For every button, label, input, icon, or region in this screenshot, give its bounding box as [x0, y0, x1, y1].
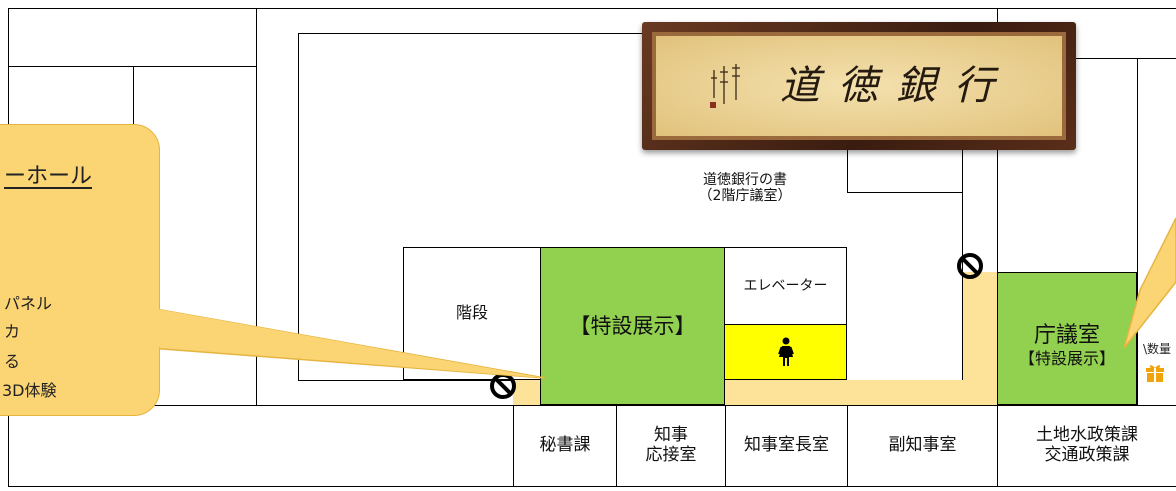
calligraphy-frame[interactable]: 道徳銀行	[642, 22, 1076, 150]
hall-bottom	[298, 380, 513, 381]
right-callout-pointer	[1123, 217, 1176, 349]
room-vice-governor-label: 副知事室	[888, 434, 957, 455]
room-special-exhibit-label: 【特設展示】	[569, 313, 696, 338]
calligraphy-paper: 道徳銀行	[656, 36, 1062, 136]
signature-marks-icon	[710, 64, 740, 108]
calligraphy-caption-line2: （2階庁議室）	[698, 188, 792, 204]
gift-icon	[1145, 363, 1165, 383]
room-council-exhibit-label: 【特設展示】	[1018, 348, 1115, 368]
room-land-water-line: 土地水政策課	[1036, 424, 1138, 445]
left-callout-line4: 3D体験	[2, 381, 57, 400]
calligraphy-caption-line1: 道徳銀行の書	[703, 171, 787, 188]
left-callout	[0, 124, 160, 416]
wall-divider-256	[256, 8, 257, 405]
room-special-exhibit[interactable]: 【特設展示】	[540, 247, 725, 405]
left-callout-line2: カ	[4, 322, 21, 341]
left-callout-line1: パネル	[4, 294, 53, 313]
wall-top-left-room-bottom	[8, 66, 256, 67]
room-governor-office-chief: 知事室長室	[725, 405, 847, 486]
room-council[interactable]: 庁議室 【特設展示】	[997, 272, 1137, 405]
bottom-row-top	[8, 405, 1176, 406]
room-governor-office-chief-label: 知事室長室	[744, 434, 829, 455]
room-stairs-label: 階段	[455, 303, 488, 323]
calligraphy-text: 道徳銀行	[780, 63, 1012, 109]
right-callout-fragment: \数量	[1143, 342, 1172, 356]
no-entry-icon	[956, 252, 984, 280]
hall-left	[298, 33, 299, 380]
room-council-label: 庁議室	[1033, 322, 1100, 348]
wall-divider-1137	[1137, 58, 1138, 405]
wall-top	[8, 8, 1176, 9]
hall-top	[298, 33, 962, 34]
wall-bottom	[8, 486, 1176, 487]
calligraphy-inner: 道徳銀行	[652, 32, 1066, 140]
inner-notch-h	[847, 192, 962, 193]
restroom-female-icon	[777, 337, 795, 367]
room-governor-reception-line2: 応接室	[645, 444, 697, 465]
room-traffic-line: 交通政策課	[1044, 444, 1130, 465]
room-secretary-label: 秘書課	[539, 434, 591, 455]
inner-notch-v	[847, 140, 848, 192]
wall-top-right-room-bottom	[997, 58, 1176, 59]
calligraphy-signature	[706, 60, 746, 110]
room-governor-reception-line1: 知事	[654, 424, 688, 445]
room-elevator-label: エレベーター	[743, 277, 828, 294]
room-land-water-traffic: 土地水政策課 交通政策課	[997, 405, 1176, 486]
left-callout-line3: る	[4, 352, 21, 371]
room-restroom	[725, 325, 847, 380]
left-callout-pointer-cover	[157, 309, 544, 378]
room-governor-reception: 知事 応接室	[616, 405, 725, 486]
left-callout-heading: ーホール	[4, 164, 93, 189]
room-vice-governor: 副知事室	[847, 405, 997, 486]
calligraphy-caption: 道徳銀行の書 （2階庁議室）	[650, 166, 840, 210]
hall-right	[962, 33, 963, 380]
room-secretary: 秘書課	[513, 405, 616, 486]
room-elevator: エレベーター	[725, 247, 847, 325]
